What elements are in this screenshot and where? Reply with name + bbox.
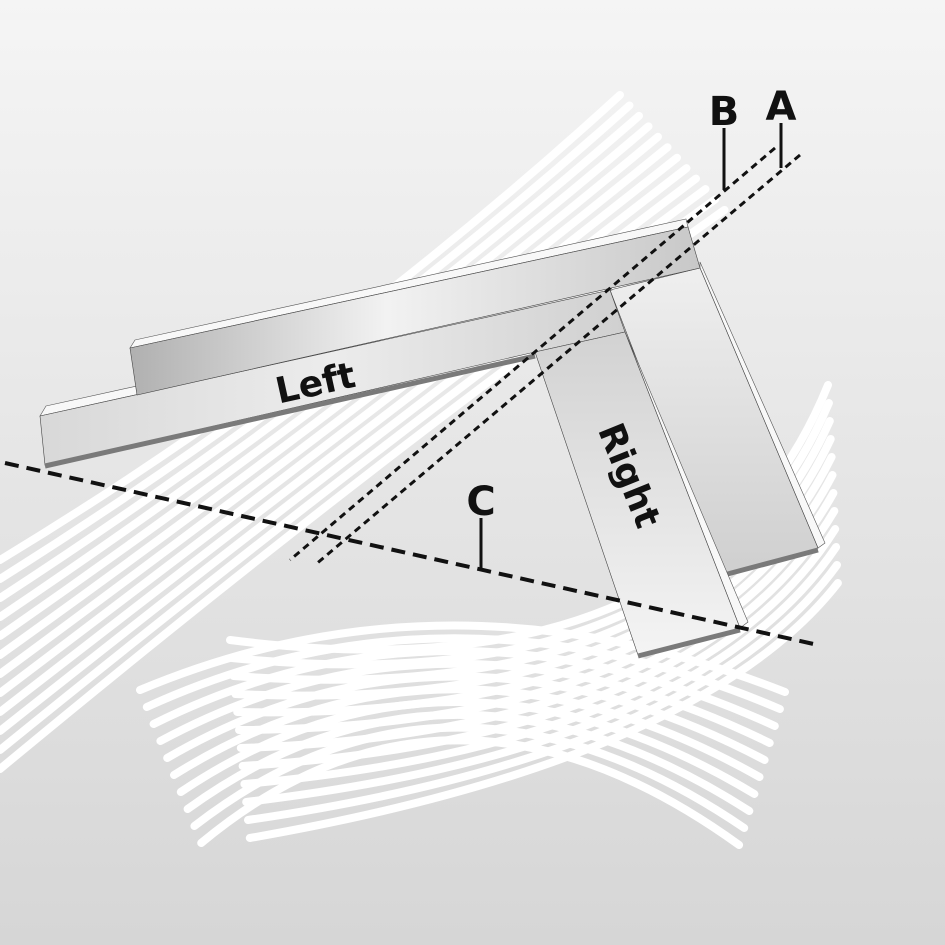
upper-board-face [129, 226, 701, 396]
label-a: A [766, 84, 797, 130]
grain-stroke [142, 634, 784, 713]
cut-line-a [314, 153, 801, 567]
grain-stroke [197, 736, 744, 849]
grain-stroke [190, 723, 749, 832]
grain-stroke [149, 647, 779, 730]
right-board-back-edge [719, 547, 819, 579]
grain-stroke [183, 710, 754, 815]
grain-stroke [170, 685, 764, 781]
grain-stroke [244, 561, 841, 824]
right-board-edge [637, 627, 741, 659]
grain-stroke [176, 698, 759, 798]
label-b: B [709, 89, 740, 135]
grain-stroke [0, 153, 681, 678]
cut-line-c [4, 461, 819, 647]
cut-line-b [289, 146, 776, 562]
left-board-edge [44, 353, 536, 469]
label-c: C [466, 479, 495, 525]
grain-stroke [156, 659, 774, 747]
grain-stroke [163, 672, 769, 764]
grain-stroke [136, 621, 789, 696]
